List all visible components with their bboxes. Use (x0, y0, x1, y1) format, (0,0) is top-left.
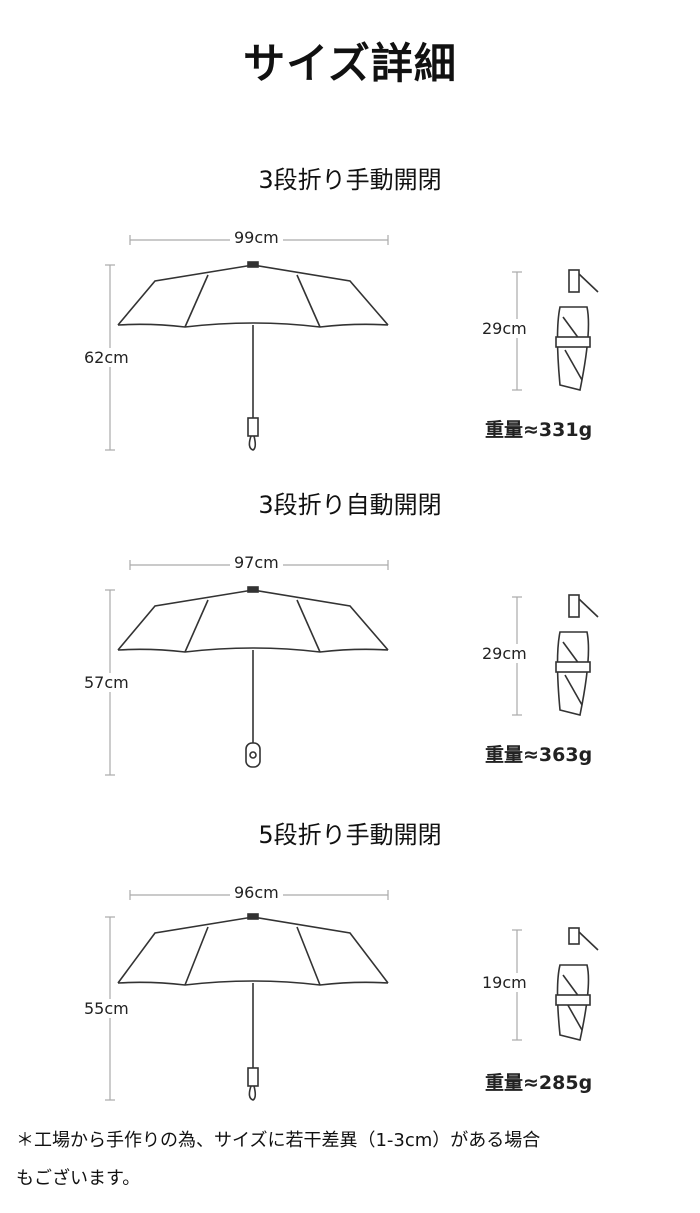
umbrella-section: 3段折り手動開閉 99cm 62cm 29cm 重量≈331g (0, 150, 700, 480)
weight-label: 重量≈363g (485, 744, 593, 766)
note-line-2: もございます。 (16, 1168, 141, 1189)
folded-umbrella-icon (555, 594, 599, 716)
width-label: 99cm (230, 228, 283, 247)
height-label: 57cm (80, 672, 133, 692)
folded-length-label: 29cm (478, 319, 531, 338)
note-line-1: ＊工場から手作りの為、サイズに若干差異（1-3cm）がある場合 (16, 1130, 541, 1151)
open-umbrella-icon (117, 261, 389, 451)
height-label: 62cm (80, 347, 133, 367)
height-label: 55cm (80, 998, 133, 1018)
width-label: 96cm (230, 883, 283, 902)
folded-umbrella-icon (555, 927, 599, 1041)
section-title: 5段折り手動開閉 (258, 821, 442, 849)
umbrella-section: 5段折り手動開閉 96cm 55cm 19cm 重量≈285g (0, 805, 700, 1135)
open-umbrella-icon (117, 586, 389, 768)
width-label: 97cm (230, 553, 283, 572)
section-title: 3段折り手動開閉 (258, 166, 442, 194)
folded-length-label: 19cm (478, 973, 531, 992)
weight-label: 重量≈331g (485, 419, 593, 441)
umbrella-section: 3段折り自動開閉 97cm 57cm 29cm 重量≈363g (0, 475, 700, 805)
folded-length-label: 29cm (478, 644, 531, 663)
weight-label: 重量≈285g (485, 1072, 593, 1094)
umbrella-diagram (105, 890, 599, 1101)
page-title: サイズ詳細 (243, 39, 457, 88)
section-title: 3段折り自動開閉 (258, 491, 442, 519)
umbrella-diagram (105, 235, 599, 451)
size-note: ＊工場から手作りの為、サイズに若干差異（1-3cm）がある場合 もございます。 (16, 1122, 696, 1198)
open-umbrella-icon (117, 913, 389, 1101)
folded-umbrella-icon (555, 269, 599, 391)
umbrella-diagram (105, 560, 599, 776)
